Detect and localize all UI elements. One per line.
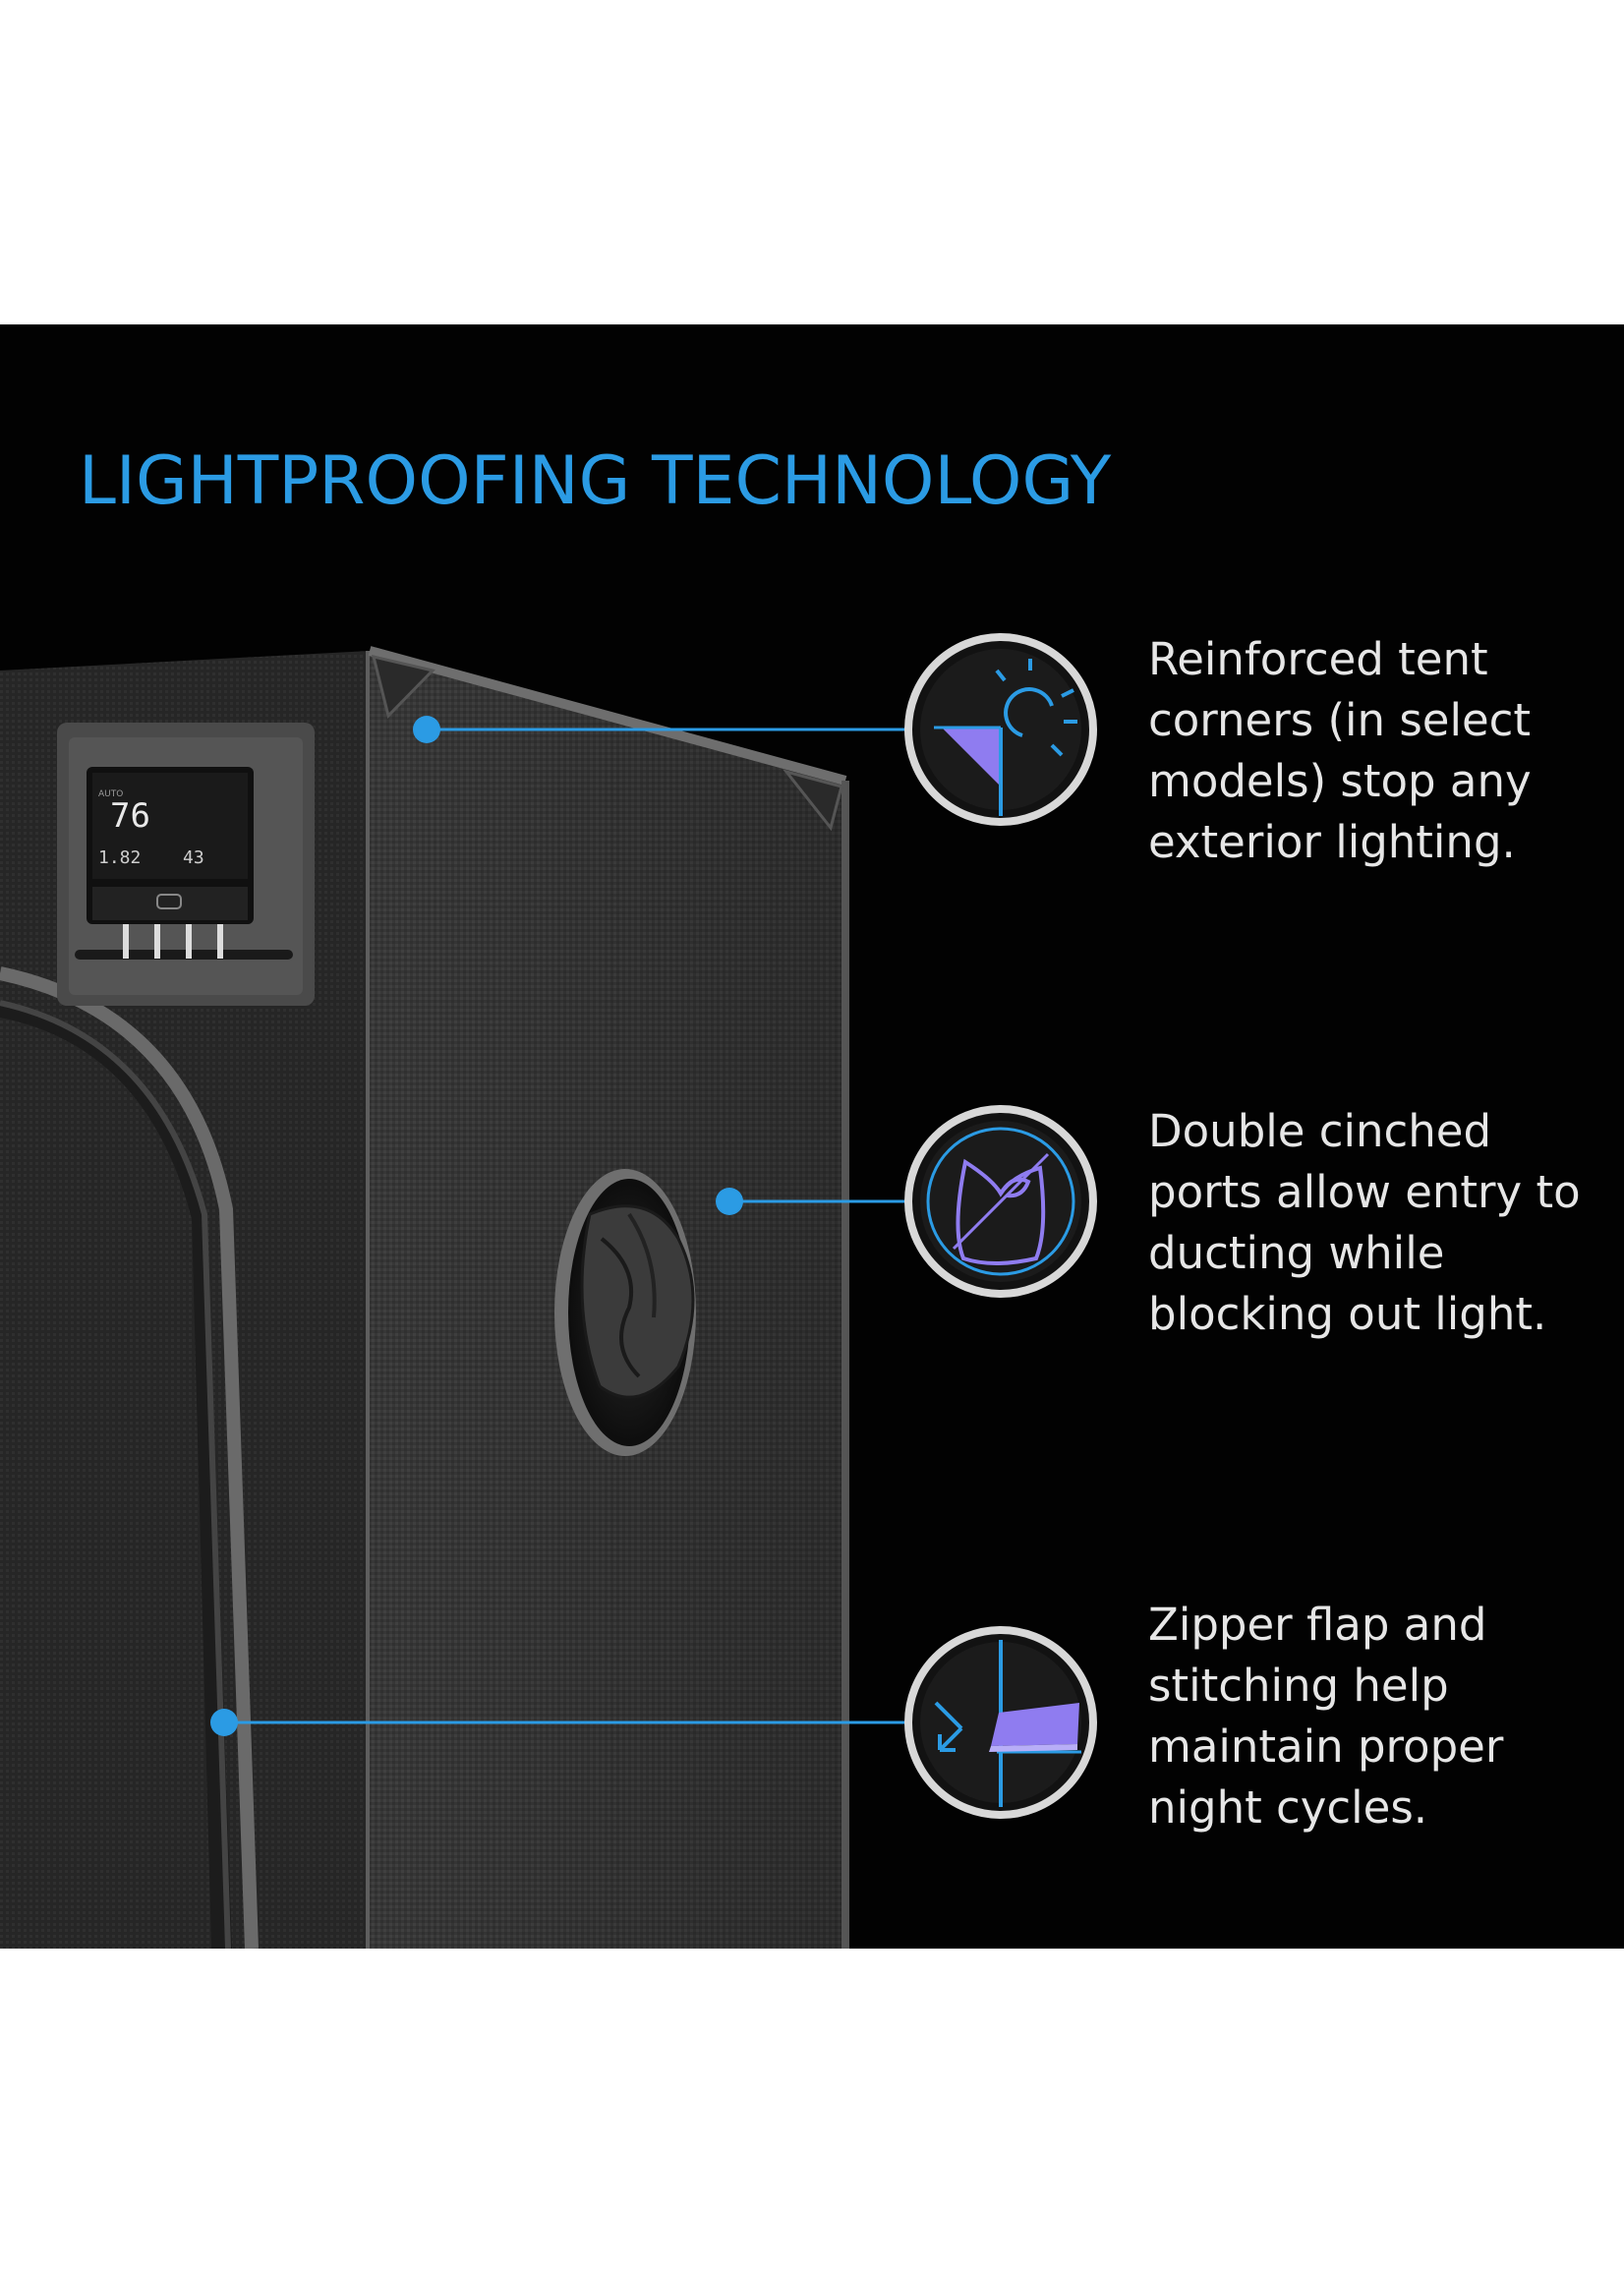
feature-text-zipper: Zipper flap and stitching help maintain … xyxy=(1148,1599,1504,1834)
cinched-bag-icon xyxy=(904,1105,1097,1298)
controller-mode: AUTO xyxy=(98,789,123,799)
callout-dot-port xyxy=(716,1188,743,1215)
feature-text-corners: Reinforced tent corners (in select model… xyxy=(1148,633,1532,868)
hero-panel: LIGHTPROOFING TECHNOLOGY xyxy=(0,324,1624,1949)
controller-vpd: 1.82 xyxy=(98,847,141,868)
fan-controller: 76 1.82 43 AUTO xyxy=(57,723,315,1006)
controller-temperature: 76 xyxy=(110,796,150,836)
controller-humidity: 43 xyxy=(183,847,204,868)
feature-text-ports: Double cinched ports allow entry to duct… xyxy=(1148,1105,1581,1340)
tent-side-face xyxy=(368,646,849,1949)
callout-dot-zipper xyxy=(210,1709,238,1736)
tent-scene: 76 1.82 43 AUTO xyxy=(0,633,1097,1949)
callout-dot-corner xyxy=(413,716,440,743)
corner-light-icon xyxy=(904,633,1097,826)
page-title: LIGHTPROOFING TECHNOLOGY xyxy=(79,442,1112,520)
callout-lines xyxy=(210,716,910,1736)
zipper-flap-icon xyxy=(904,1626,1097,1819)
